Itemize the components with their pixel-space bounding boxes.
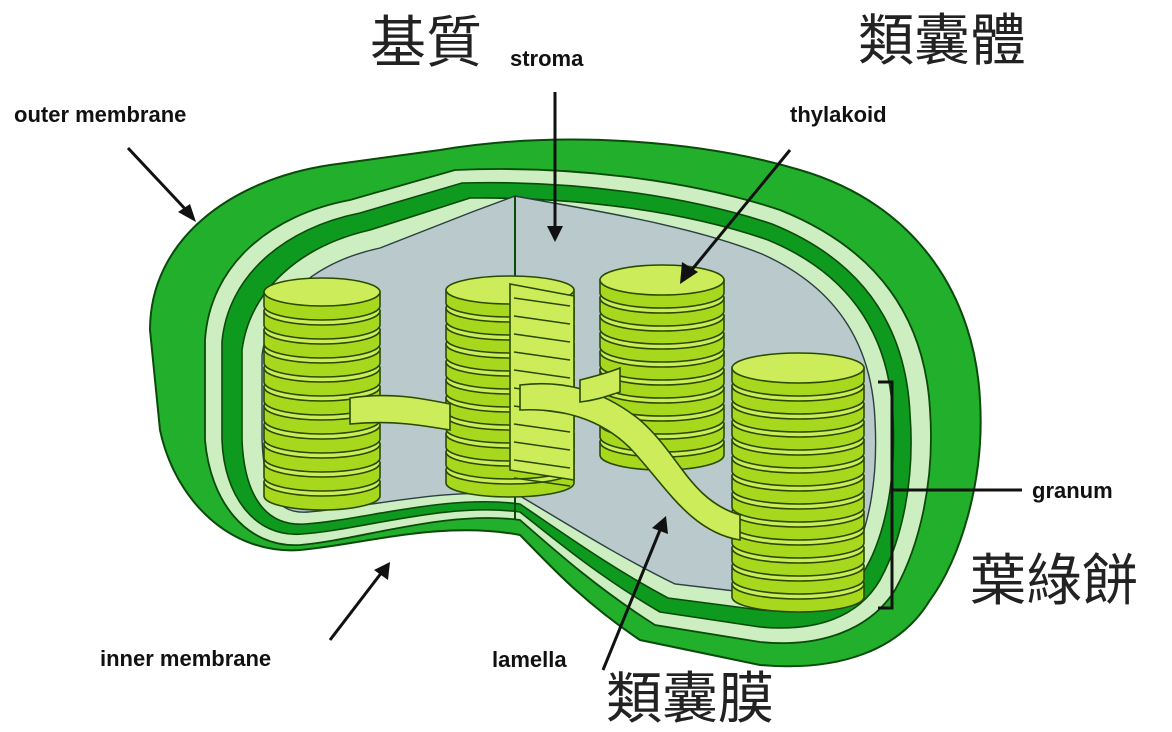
stroma-zh-label: 基質: [370, 11, 482, 76]
thylakoid-disc: [264, 278, 380, 306]
granum-cutaway: [510, 284, 574, 480]
outer-membrane-arrow: [128, 148, 196, 222]
thylakoid-disc: [600, 265, 724, 295]
granum-zh-label: 葉綠餅: [970, 549, 1138, 614]
lamella-zh-label: 類囊膜: [606, 667, 774, 732]
granum-stack: [600, 265, 724, 470]
granum-stack: [264, 278, 380, 510]
thylakoid-en-label: thylakoid: [790, 102, 887, 127]
inner-membrane-arrow: [330, 562, 390, 640]
lamella-en-label: lamella: [492, 647, 567, 672]
granum-en-label: granum: [1032, 478, 1113, 503]
inner-membrane-label: inner membrane: [100, 646, 271, 671]
stroma-en-label: stroma: [510, 46, 584, 71]
thylakoid-zh-label: 類囊體: [858, 9, 1026, 74]
granum-stack: [732, 353, 864, 612]
outer-membrane-label: outer membrane: [14, 102, 186, 127]
thylakoid-disc: [732, 353, 864, 383]
